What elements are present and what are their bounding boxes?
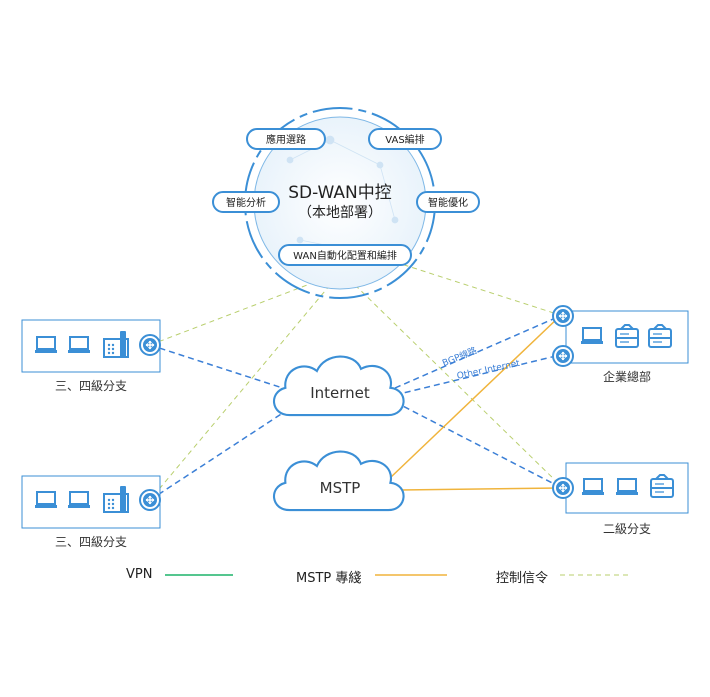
module-smart-analysis: 智能分析 — [212, 191, 280, 213]
legend-vpn-label: VPN — [126, 567, 153, 582]
laptop-icon — [580, 327, 604, 345]
router-icon — [552, 305, 574, 327]
legend-control-label: 控制信令 — [496, 571, 549, 586]
laptop-icon — [67, 491, 91, 509]
branch-level2-caption: 二級分支 — [602, 522, 651, 536]
server-icon — [650, 474, 674, 498]
module-smart-optimization: 智能優化 — [416, 191, 480, 213]
mstp-label: MSTP — [319, 479, 361, 497]
hq-caption: 企業總部 — [602, 370, 651, 384]
controller-title: SD-WAN中控 — [288, 183, 392, 203]
router-icon — [139, 334, 161, 356]
router-icon — [552, 345, 574, 367]
server-icon — [615, 324, 639, 348]
branch-bottom-caption: 三、四級分支 — [54, 535, 127, 549]
laptop-icon — [67, 336, 91, 354]
legend-mstp-label: MSTP 專綫 — [296, 571, 362, 586]
module-wan-automation: WAN自動化配置和編排 — [278, 244, 412, 266]
control-signal-lines — [149, 261, 561, 501]
laptop-icon — [34, 491, 58, 509]
router-icon — [552, 477, 574, 499]
internet-label: Internet — [310, 384, 370, 402]
branch-top-caption: 三、四級分支 — [54, 379, 127, 393]
laptop-icon — [34, 336, 58, 354]
router-icon — [139, 489, 161, 511]
controller-subtitle: （本地部署） — [298, 205, 382, 221]
laptop-icon — [615, 478, 639, 496]
mstp-lines — [389, 315, 561, 491]
module-app-routing: 應用選路 — [246, 128, 326, 150]
laptop-icon — [581, 478, 605, 496]
server-icon — [648, 324, 672, 348]
vpn-tunnel-lines — [149, 315, 561, 501]
module-vas-orchestration: VAS編排 — [368, 128, 442, 150]
